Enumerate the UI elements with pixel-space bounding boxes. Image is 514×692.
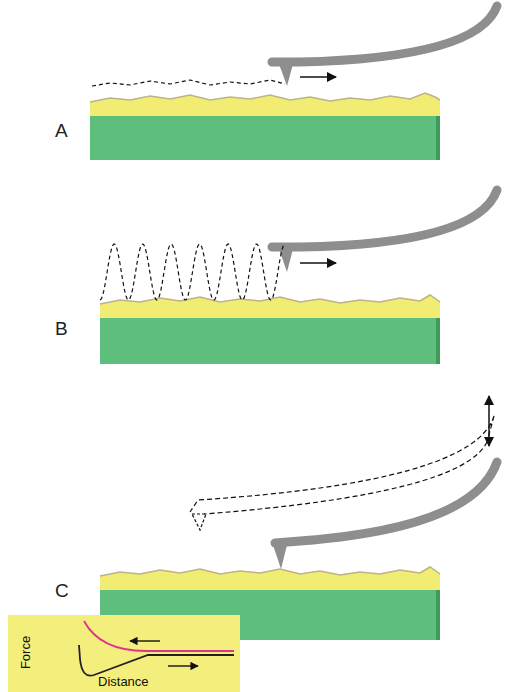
panel-b	[100, 190, 497, 364]
tip-oscillation-trace	[100, 244, 285, 300]
probe-tip-deflected	[192, 514, 206, 530]
substrate-edge	[436, 588, 440, 640]
force-curve-inset: ForceDistance	[8, 615, 240, 692]
axis-label: Force	[18, 636, 33, 669]
panel-label: A	[55, 120, 68, 142]
approach-curve	[84, 621, 234, 651]
cantilever	[272, 190, 497, 247]
cantilever-deflected	[190, 416, 494, 514]
sample-layer	[90, 93, 440, 116]
substrate	[90, 114, 440, 160]
sample-layer	[100, 295, 440, 318]
scan-arrow	[300, 76, 336, 78]
cantilever	[275, 462, 497, 543]
substrate	[100, 316, 440, 364]
substrate-edge	[436, 316, 440, 364]
retract-arrow	[168, 665, 198, 666]
cantilever	[272, 6, 497, 62]
scan-arrow	[300, 262, 336, 264]
substrate-edge	[436, 114, 440, 160]
oscillation-arrow	[488, 396, 490, 446]
sample-layer	[100, 567, 440, 590]
panel-a	[90, 6, 497, 160]
panel-c	[100, 396, 497, 640]
panel-label: C	[55, 580, 69, 602]
panel-label: B	[55, 318, 68, 340]
approach-arrow	[130, 640, 160, 641]
surface-edge	[100, 567, 440, 576]
axis-label: Distance	[98, 674, 149, 689]
surface-edge	[90, 93, 440, 102]
retract-curve	[79, 645, 234, 676]
probe-tip	[273, 545, 287, 569]
probe-tip	[279, 64, 293, 86]
tip-trace	[92, 80, 285, 86]
